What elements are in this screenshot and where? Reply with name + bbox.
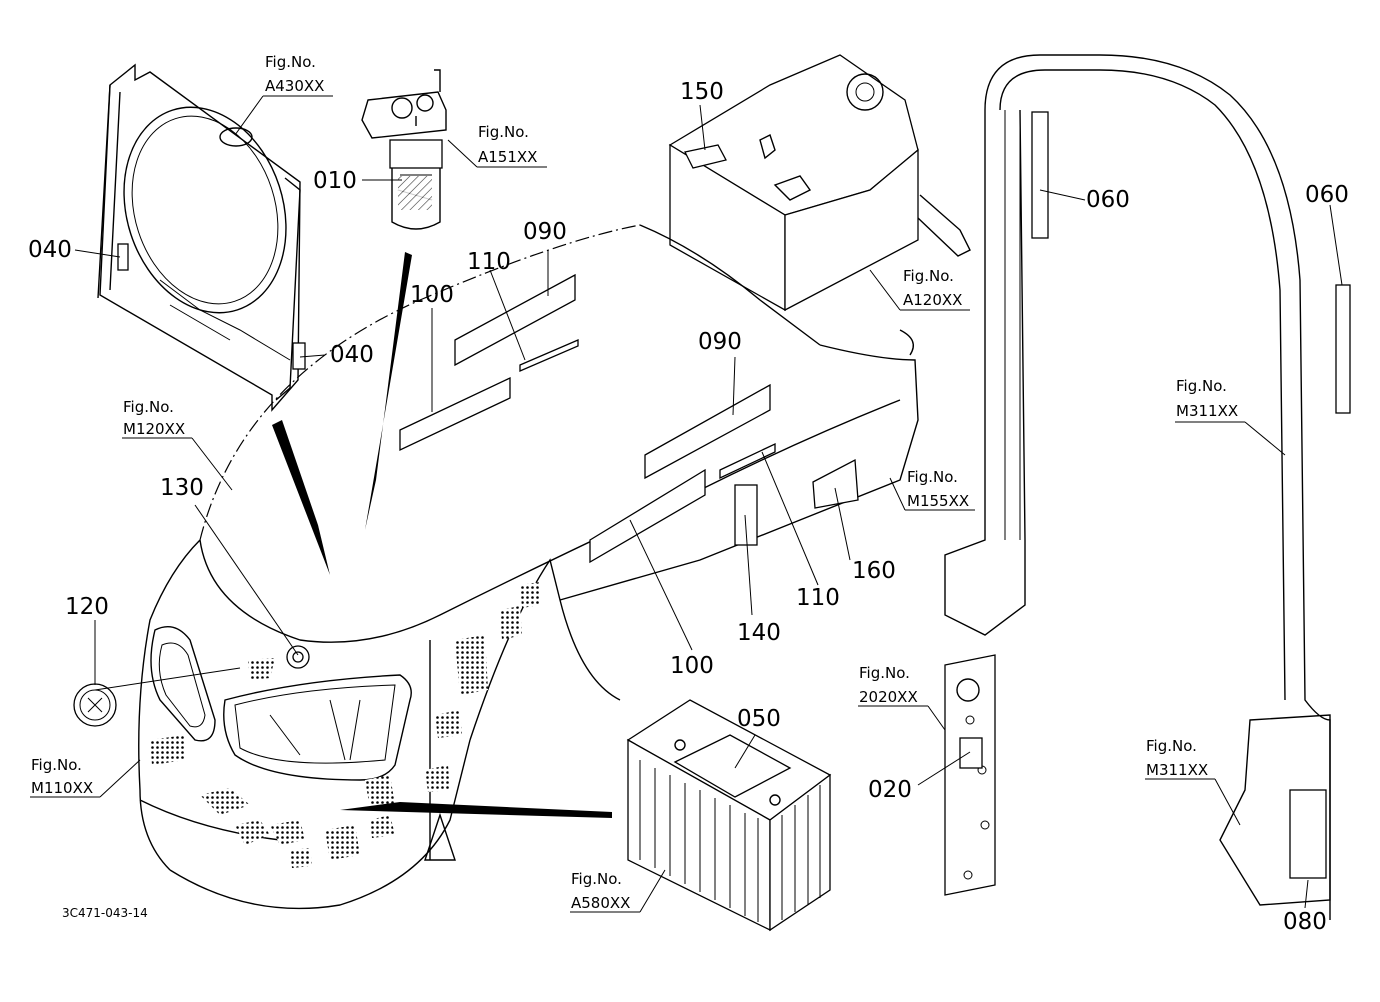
radiator-shroud <box>97 63 306 412</box>
rops-frame <box>944 54 1351 920</box>
fuel-filter <box>361 69 447 230</box>
fig-ref-m120: Fig.No. M120XX <box>123 398 185 438</box>
callout-050: 050 <box>737 706 781 732</box>
fig-code: M311XX <box>1146 761 1208 779</box>
fig-prefix: Fig.No. <box>265 53 316 71</box>
fig-code: M110XX <box>31 779 93 797</box>
callout-100-top: 100 <box>410 282 454 308</box>
callout-120: 120 <box>65 594 109 620</box>
fig-prefix: Fig.No. <box>1146 737 1197 755</box>
fig-prefix: Fig.No. <box>1176 377 1227 395</box>
fig-ref-a151: Fig.No. A151XX <box>478 123 537 166</box>
fig-code: A151XX <box>478 148 537 166</box>
fig-ref-2020: Fig.No. 2020XX <box>859 664 918 706</box>
fig-ref-m311b: Fig.No. M311XX <box>1146 737 1208 779</box>
callout-130: 130 <box>160 475 204 501</box>
callout-110-side: 110 <box>796 585 840 611</box>
fig-ref-a580: Fig.No. A580XX <box>571 870 630 912</box>
callout-040-left: 040 <box>28 237 72 263</box>
callout-060-left: 060 <box>1086 187 1130 213</box>
emblem-120 <box>73 683 117 727</box>
callout-040-right: 040 <box>330 342 374 368</box>
headlights <box>150 626 412 781</box>
fig-prefix: Fig.No. <box>478 123 529 141</box>
callout-160: 160 <box>852 558 896 584</box>
fig-code: 2020XX <box>859 688 918 706</box>
fig-prefix: Fig.No. <box>903 267 954 285</box>
fig-prefix: Fig.No. <box>907 468 958 486</box>
hood-decals <box>286 273 859 669</box>
callout-150: 150 <box>680 79 724 105</box>
fig-code: A580XX <box>571 894 630 912</box>
fig-ref-m110: Fig.No. M110XX <box>31 756 93 797</box>
fig-code: A430XX <box>265 77 324 95</box>
fig-ref-m155: Fig.No. M155XX <box>907 468 969 510</box>
callout-010: 010 <box>313 168 357 194</box>
callout-labels: 010 020 040 040 050 060 060 080 090 090 … <box>28 79 1349 935</box>
callout-080: 080 <box>1283 909 1327 935</box>
fig-prefix: Fig.No. <box>31 756 82 774</box>
fig-prefix: Fig.No. <box>571 870 622 888</box>
callout-140: 140 <box>737 620 781 646</box>
drawing-code: 3C471-043-14 <box>62 906 148 920</box>
fig-ref-m311a: Fig.No. M311XX <box>1176 377 1238 420</box>
fig-labels: Fig.No. A430XX Fig.No. A151XX Fig.No. A1… <box>31 53 1238 912</box>
callout-110-top: 110 <box>467 249 511 275</box>
callout-020: 020 <box>868 777 912 803</box>
assembly-arrows <box>272 252 612 818</box>
fig-ref-a120: Fig.No. A120XX <box>903 267 962 309</box>
battery <box>626 699 832 932</box>
bonnet <box>138 224 919 910</box>
fuel-tank <box>668 54 971 312</box>
fig-prefix: Fig.No. <box>123 398 174 416</box>
callout-090-side: 090 <box>698 329 742 355</box>
fig-code: A120XX <box>903 291 962 309</box>
rops-plate <box>944 654 996 896</box>
callout-060-right: 060 <box>1305 182 1349 208</box>
callout-100-side: 100 <box>670 653 714 679</box>
fig-prefix: Fig.No. <box>859 664 910 682</box>
fig-code: M120XX <box>123 420 185 438</box>
fig-ref-a430: Fig.No. A430XX <box>265 53 324 95</box>
fig-underlines <box>30 95 1245 913</box>
fig-code: M155XX <box>907 492 969 510</box>
callout-090-top: 090 <box>523 219 567 245</box>
grille-patches <box>150 582 540 868</box>
fig-code: M311XX <box>1176 402 1238 420</box>
